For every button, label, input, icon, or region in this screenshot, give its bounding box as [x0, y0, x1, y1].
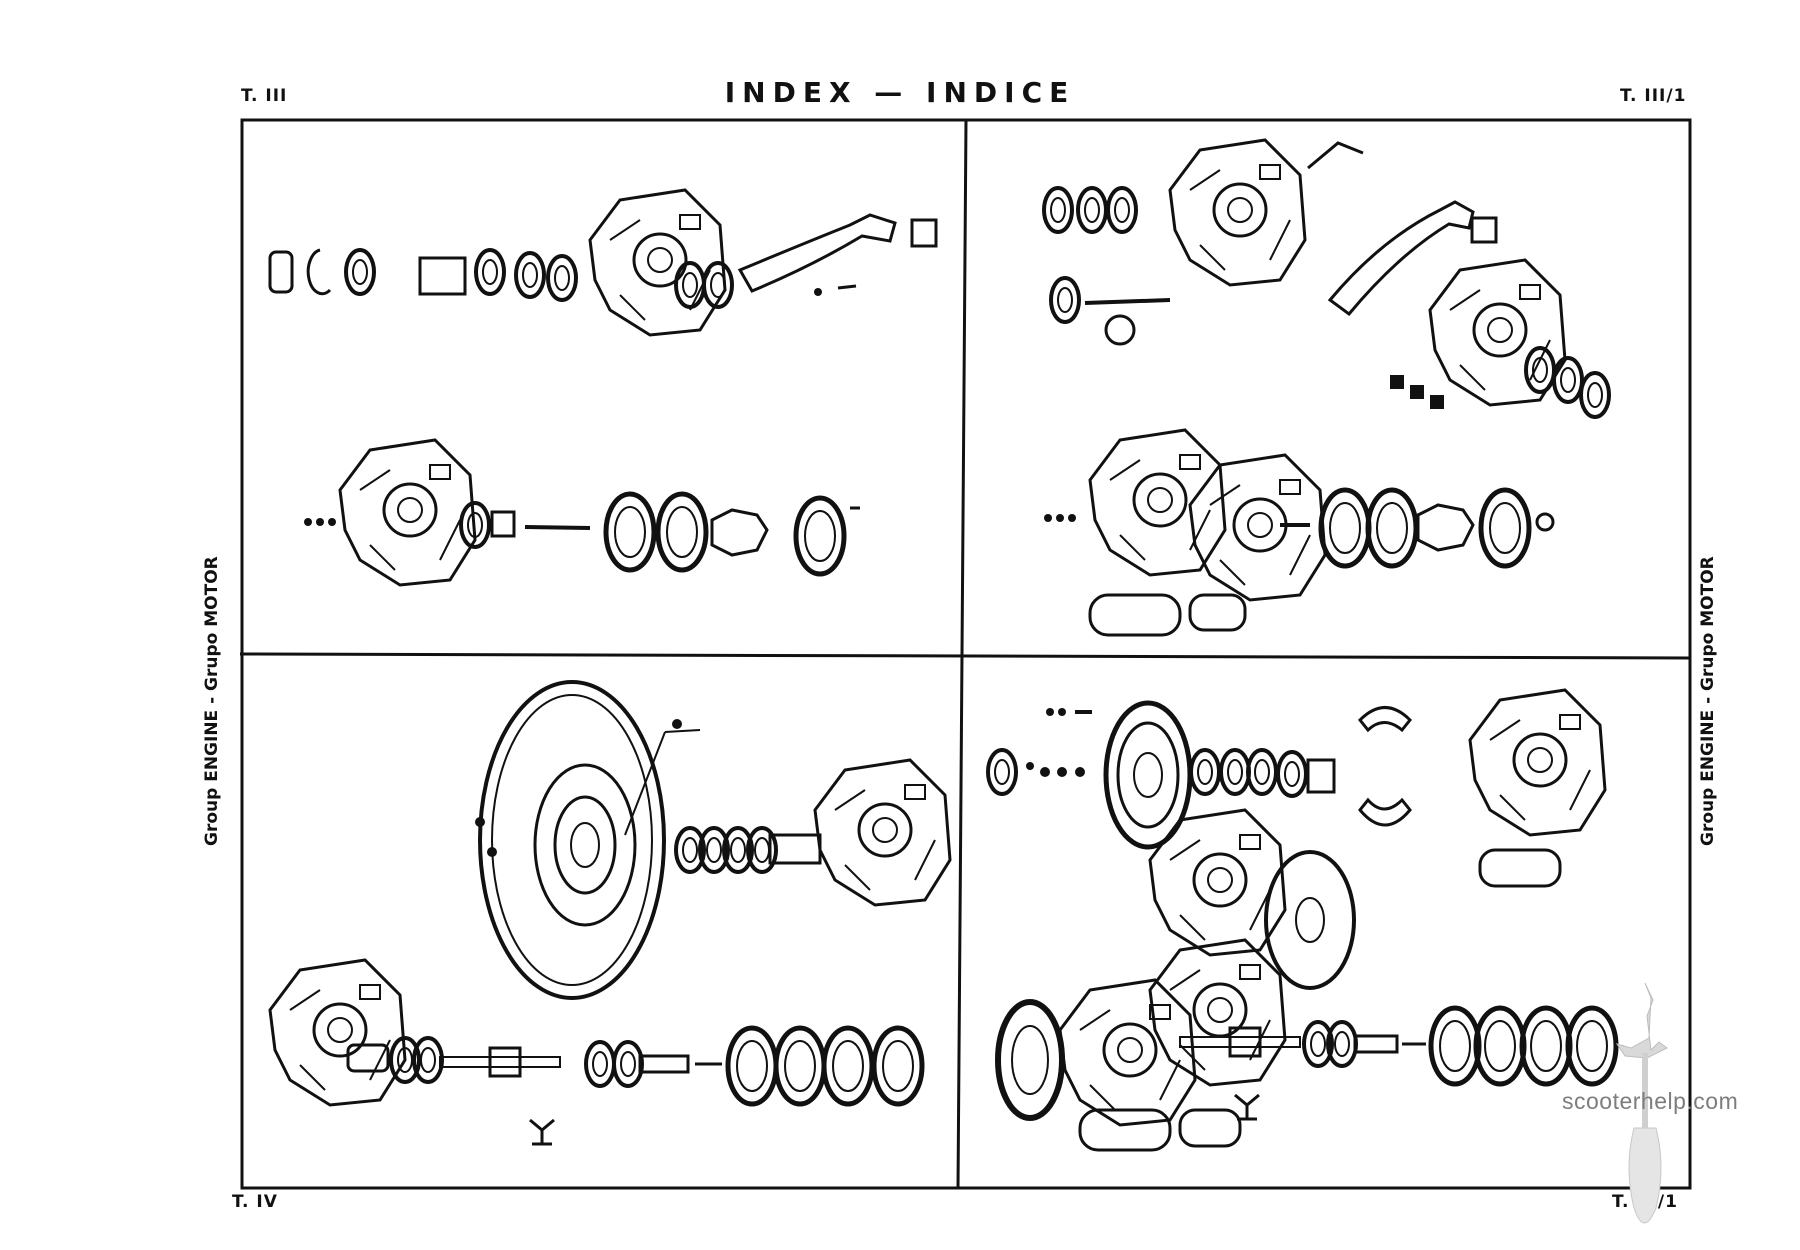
page-ref-bottom-left: T. IV	[232, 1192, 278, 1212]
page-title: INDEX — INDICE	[724, 76, 1076, 109]
page-ref-top-left: T. III	[241, 86, 288, 106]
watermark-text: scooterhelp.com	[1562, 1088, 1739, 1114]
panel-t4-1-drawing	[986, 688, 1616, 1152]
scooter-watermark-icon	[1615, 982, 1668, 1224]
panel-t3-1-drawing	[1042, 138, 1611, 637]
page-ref-top-right: T. III/1	[1620, 86, 1687, 106]
panel-t3-drawing	[268, 188, 938, 587]
panel-t4-drawing	[268, 680, 952, 1146]
